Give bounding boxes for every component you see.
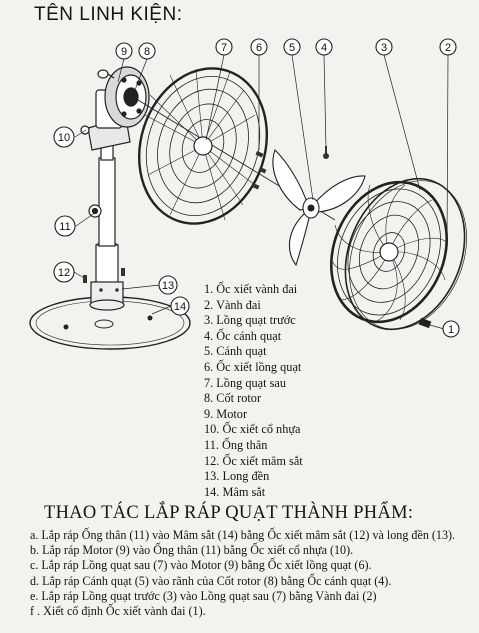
base-screws-drawing bbox=[83, 268, 125, 292]
parts-legend-item: 13. Long đền bbox=[204, 469, 270, 484]
callout-11-text: 11 bbox=[59, 221, 70, 233]
callout-5-text: 5 bbox=[289, 42, 295, 54]
callout-13-text: 13 bbox=[162, 280, 174, 292]
guard-screws-drawing bbox=[251, 150, 267, 190]
callout-8-text: 8 bbox=[144, 46, 150, 58]
callout-4-text: 4 bbox=[321, 42, 327, 54]
stand-tube-drawing bbox=[88, 129, 125, 311]
callout-4 bbox=[315, 38, 333, 56]
callout-9-text: 9 bbox=[121, 46, 127, 58]
assembly-steps: a. Lắp ráp Ống thân (11) vào Mâm sắt (14… bbox=[30, 528, 470, 619]
parts-legend-item: 5. Cánh quạt bbox=[204, 344, 267, 359]
callout-12-text: 12 bbox=[58, 267, 70, 279]
callout-12 bbox=[53, 261, 75, 283]
callout-10 bbox=[53, 126, 75, 148]
assembly-step: d. Lắp ráp Cánh quạt (5) vào rãnh của Cố… bbox=[30, 573, 392, 588]
parts-legend-item: 14. Mâm sắt bbox=[204, 484, 266, 499]
parts-legend-item: 1. Ốc xiết vành đai bbox=[204, 282, 298, 296]
parts-legend-item: 11. Ống thân bbox=[204, 437, 268, 452]
callout-1-text: 1 bbox=[448, 324, 454, 336]
front-guard-drawing bbox=[330, 180, 449, 324]
parts-legend-item: 7. Lồng quạt sau bbox=[204, 375, 286, 390]
callout-2 bbox=[439, 38, 457, 56]
callout-13 bbox=[158, 275, 178, 295]
parts-legend: 1. Ốc xiết vành đai 2. Vành đai 3. Lồng … bbox=[204, 282, 303, 500]
callout-14 bbox=[170, 296, 190, 316]
callout-8 bbox=[138, 42, 156, 60]
assembly-instructions: THAO TÁC LẮP RÁP QUẠT THÀNH PHẨM: a. Lắp… bbox=[30, 503, 470, 619]
blade-nut-drawing bbox=[323, 146, 329, 159]
rim-ring-drawing bbox=[344, 177, 467, 331]
parts-legend-item: 12. Ốc xiết mâm sắt bbox=[204, 453, 303, 468]
assembly-step: e. Lắp ráp Lồng quạt trước (3) vào Lồng … bbox=[30, 588, 377, 603]
parts-legend-item: 9. Motor bbox=[204, 406, 248, 421]
callout-2-text: 2 bbox=[445, 42, 451, 54]
parts-legend-item: 2. Vành đai bbox=[204, 297, 261, 312]
motor-drawing bbox=[97, 66, 150, 128]
callout-7 bbox=[215, 38, 233, 56]
page-title: TÊN LINH KIỆN: bbox=[34, 4, 183, 25]
parts-legend-item: 6. Ốc xiết lồng quạt bbox=[204, 359, 302, 374]
parts-legend-item: 10. Ốc xiết cổ nhựa bbox=[204, 422, 301, 437]
callout-markers bbox=[53, 38, 460, 338]
assembly-step: c. Lắp ráp Lồng quạt sau (7) vào Motor (… bbox=[30, 558, 372, 573]
callout-7-text: 7 bbox=[221, 42, 227, 54]
rear-guard-drawing bbox=[137, 67, 269, 225]
callout-9 bbox=[115, 42, 133, 60]
callout-6 bbox=[250, 38, 268, 56]
assembly-step: f . Xiết cố định Ốc xiết vành đai (1). bbox=[30, 604, 206, 619]
parts-legend-item: 8. Cốt rotor bbox=[204, 391, 262, 406]
callout-5 bbox=[283, 38, 301, 56]
callout-6-text: 6 bbox=[256, 42, 262, 54]
leader-lines bbox=[73, 54, 449, 330]
assembly-title: THAO TÁC LẮP RÁP QUẠT THÀNH PHẨM: bbox=[44, 503, 414, 523]
callout-3-text: 3 bbox=[381, 42, 387, 54]
callout-3 bbox=[375, 38, 393, 56]
assembly-step: b. Lắp ráp Motor (9) vào Ống thân (11) b… bbox=[30, 543, 354, 558]
parts-legend-item: 3. Lồng quạt trước bbox=[204, 313, 296, 328]
callout-10-text: 10 bbox=[58, 132, 70, 144]
callout-11 bbox=[54, 215, 76, 237]
fan-blade-drawing bbox=[272, 148, 366, 267]
parts-legend-item: 4. Ốc cánh quạt bbox=[204, 328, 282, 343]
callout-14-text: 14 bbox=[174, 301, 186, 313]
callout-1 bbox=[442, 320, 460, 338]
assembly-step: a. Lắp ráp Ống thân (11) vào Mâm sắt (14… bbox=[30, 528, 456, 542]
